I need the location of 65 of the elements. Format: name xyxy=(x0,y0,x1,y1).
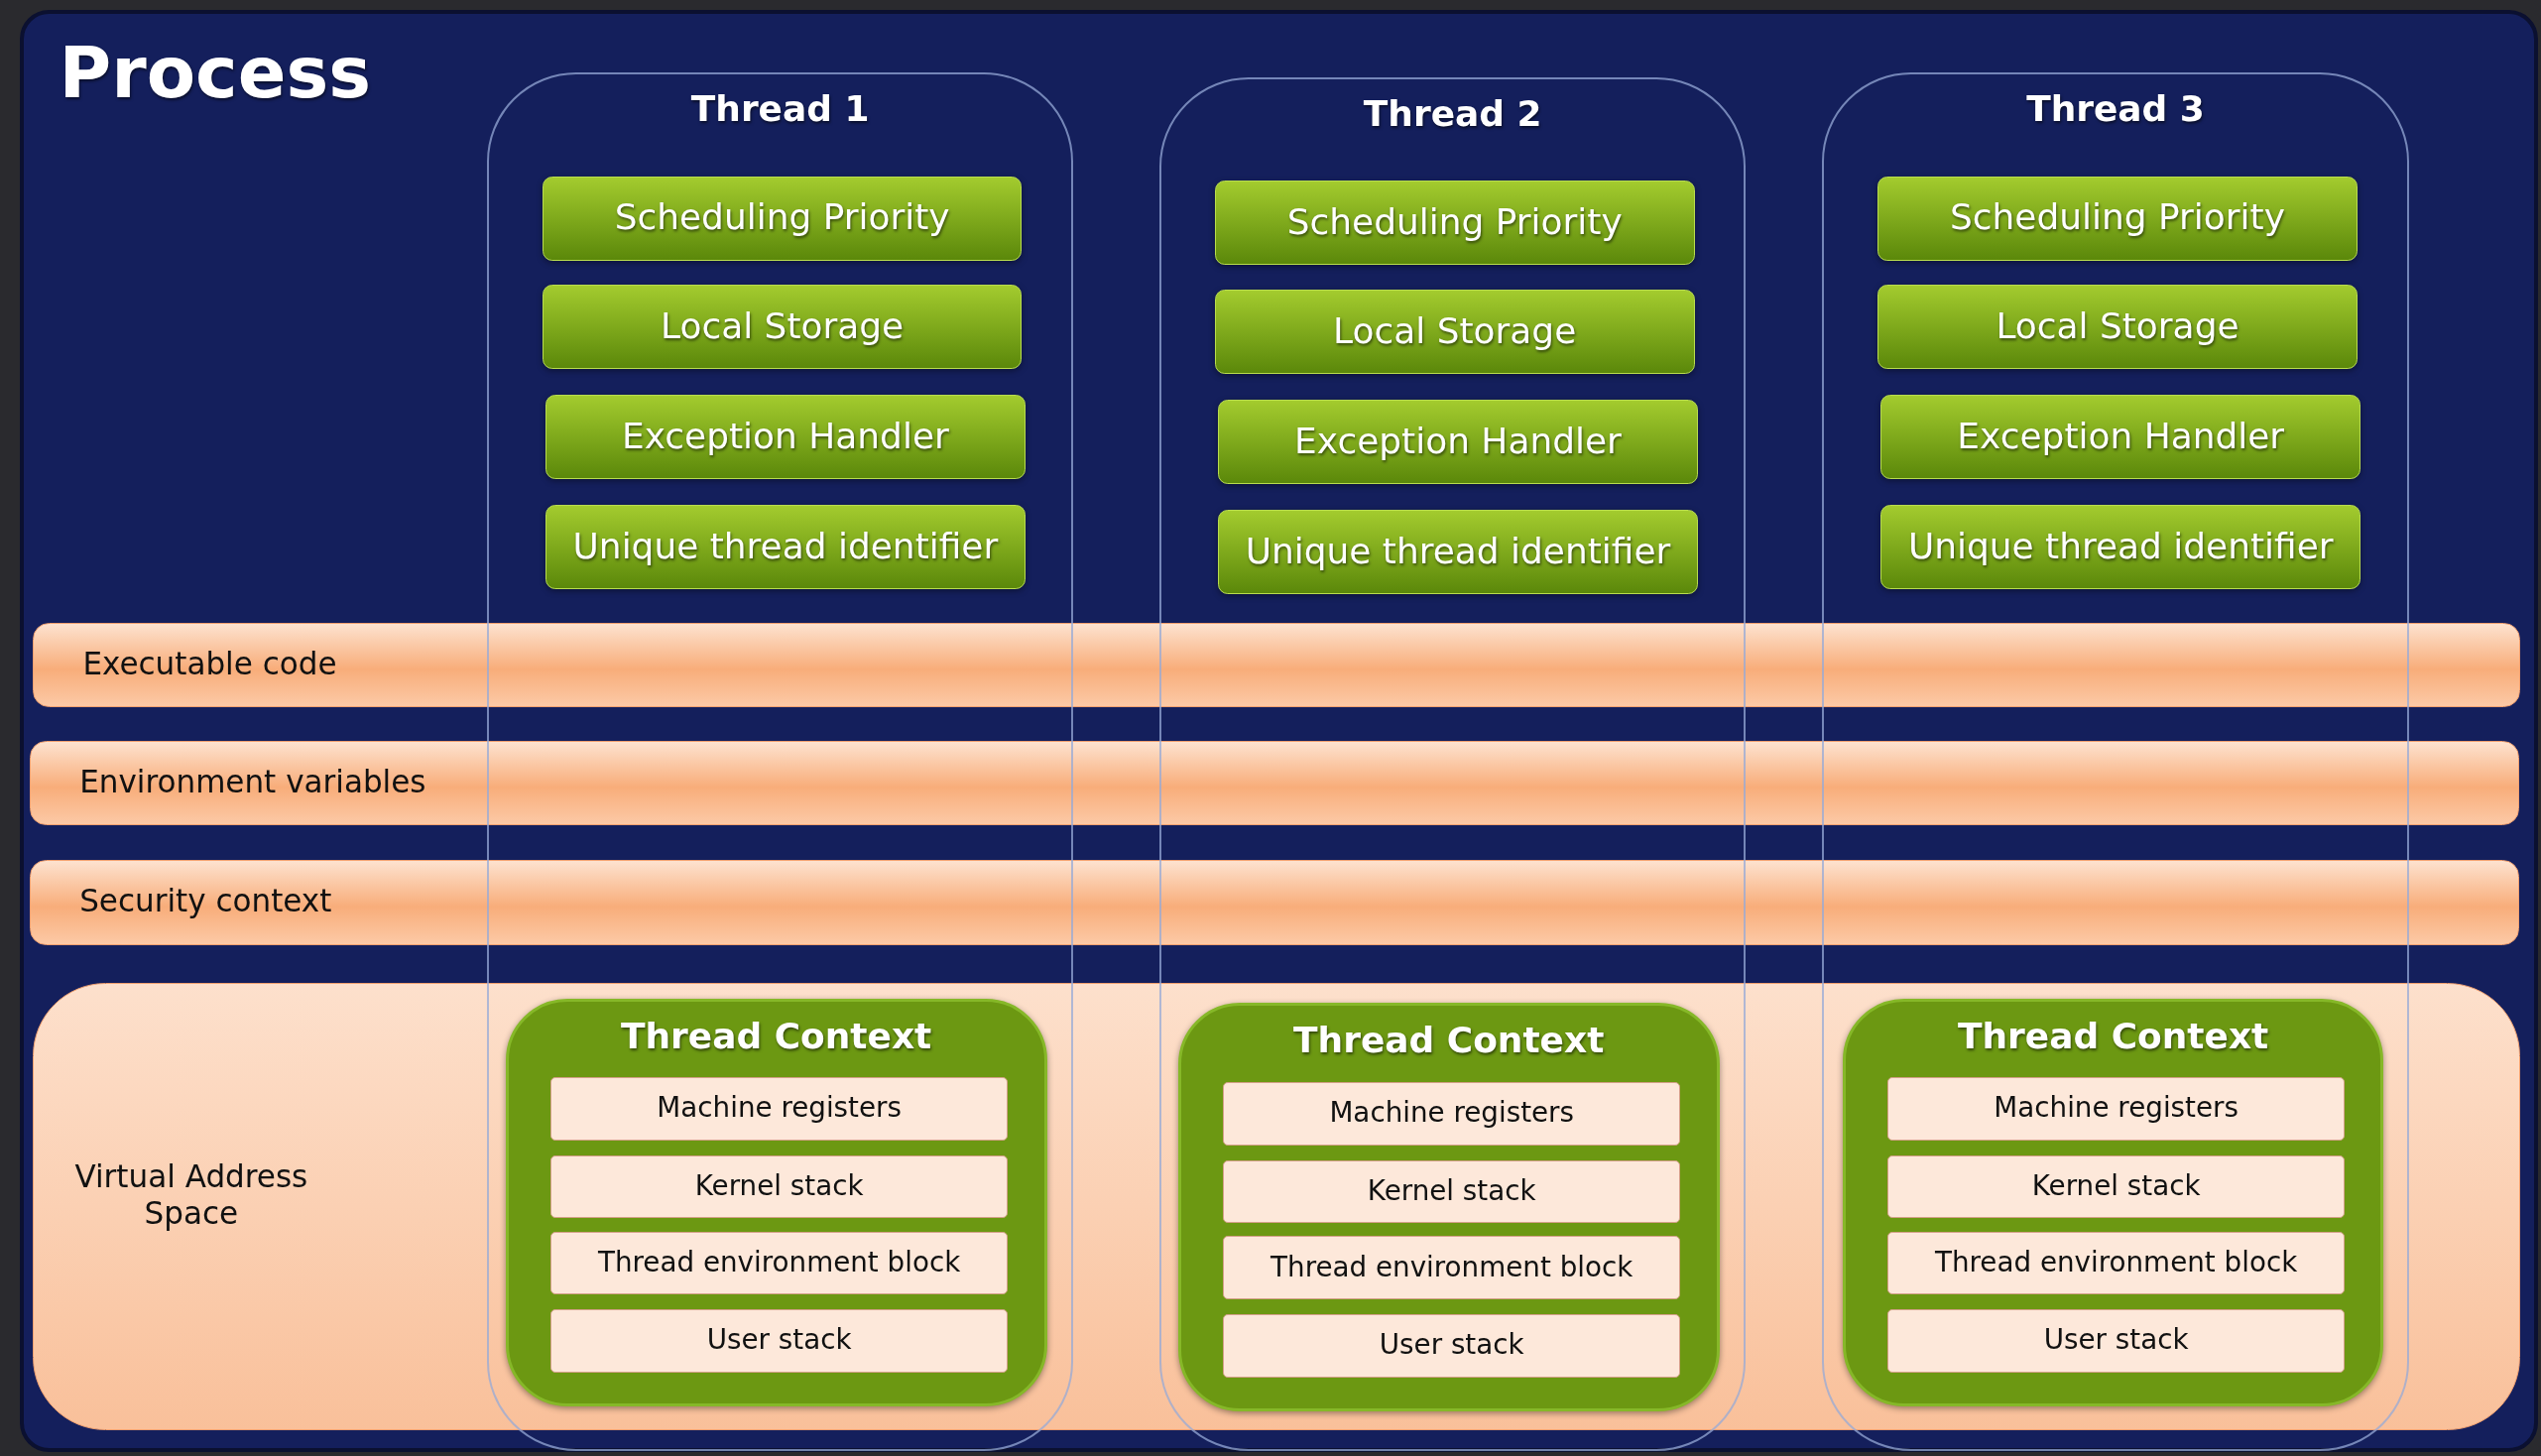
attribute-label: Local Storage xyxy=(660,303,906,348)
attribute-box xyxy=(1218,510,1698,595)
attribute-box xyxy=(1880,505,2361,590)
resource-band xyxy=(30,859,2519,946)
register-label: User stack xyxy=(705,1323,853,1357)
register-label: User stack xyxy=(1378,1328,1525,1362)
register-label: Machine registers xyxy=(1328,1096,1575,1130)
attribute-box xyxy=(542,285,1023,369)
attribute-box xyxy=(1877,285,2358,369)
attribute-box xyxy=(1877,176,2358,261)
register-box xyxy=(550,1231,1008,1295)
register-box xyxy=(1223,1159,1681,1224)
register-label: Kernel stack xyxy=(2030,1168,2202,1203)
register-box xyxy=(1223,1236,1681,1300)
context-title: Thread Context xyxy=(1292,1019,1606,1062)
attribute-label: Scheduling Priority xyxy=(1285,200,1624,244)
attribute-label: Exception Handler xyxy=(1293,419,1623,463)
register-label: Kernel stack xyxy=(1366,1173,1537,1208)
register-label: Thread environment block xyxy=(1934,1245,2299,1279)
attribute-label: Scheduling Priority xyxy=(1949,195,2286,239)
thread-context-box xyxy=(1842,998,2384,1407)
register-box xyxy=(1887,1154,2345,1219)
attribute-label: Local Storage xyxy=(1995,303,2240,348)
attribute-box xyxy=(545,505,1026,590)
attribute-label: Scheduling Priority xyxy=(613,195,951,239)
band-label: Executable code xyxy=(82,646,337,683)
register-box xyxy=(1887,1231,2345,1295)
attribute-label: Exception Handler xyxy=(1956,415,2286,458)
register-label: Machine registers xyxy=(656,1091,903,1125)
thread-title: Thread 2 xyxy=(1362,91,1543,135)
register-box xyxy=(550,1308,1008,1373)
thread-context-box xyxy=(505,998,1047,1407)
register-box xyxy=(550,1077,1008,1141)
thread-title: Thread 3 xyxy=(2025,86,2206,130)
thread-title: Thread 1 xyxy=(689,86,871,130)
resource-band xyxy=(33,623,2521,708)
attribute-label: Exception Handler xyxy=(621,415,950,458)
attribute-box xyxy=(1880,395,2361,480)
register-label: Machine registers xyxy=(1993,1091,2239,1125)
context-title: Thread Context xyxy=(1957,1014,2270,1057)
attribute-label: Local Storage xyxy=(1332,308,1578,352)
register-label: User stack xyxy=(2042,1323,2190,1357)
attribute-box xyxy=(1214,289,1695,374)
register-box xyxy=(1887,1308,2345,1373)
band-label: Environment variables xyxy=(79,764,426,801)
band-label: Security context xyxy=(79,883,332,920)
attribute-box xyxy=(1214,181,1695,266)
register-box xyxy=(550,1154,1008,1219)
attribute-box xyxy=(542,176,1023,261)
register-label: Thread environment block xyxy=(597,1245,962,1279)
band-label: Virtual Address Space xyxy=(73,1158,309,1233)
attribute-box xyxy=(1218,400,1698,484)
thread-context-box xyxy=(1177,1003,1720,1412)
attribute-box xyxy=(545,395,1026,480)
attribute-label: Unique thread identifier xyxy=(571,525,1000,568)
register-box xyxy=(1223,1082,1681,1146)
attribute-label: Unique thread identifier xyxy=(1244,530,1672,573)
register-label: Thread environment block xyxy=(1270,1250,1634,1283)
process-title: Process xyxy=(59,30,371,116)
register-box xyxy=(1887,1077,2345,1141)
register-box xyxy=(1223,1313,1681,1378)
resource-band xyxy=(30,741,2519,826)
attribute-label: Unique thread identifier xyxy=(1906,525,2335,568)
register-label: Kernel stack xyxy=(693,1168,865,1203)
context-title: Thread Context xyxy=(620,1014,933,1057)
